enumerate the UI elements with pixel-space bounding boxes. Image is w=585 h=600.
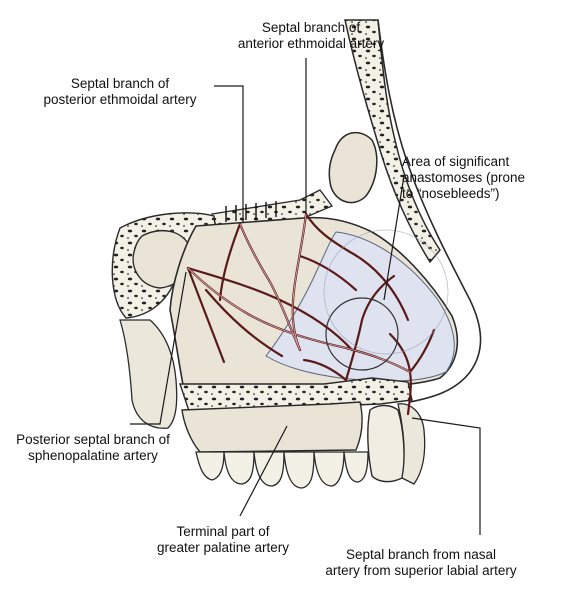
label-greater-palatine: Terminal part of greater palatine artery xyxy=(156,524,290,555)
olfactory-foramina xyxy=(225,201,277,222)
label-posterior-ethmoidal: Septal branch of posterior ethmoidal art… xyxy=(43,76,197,107)
anastomosis-area-circle xyxy=(325,297,399,371)
upper-lip-tissue xyxy=(397,403,426,485)
frontal-nasal-bone xyxy=(344,19,441,264)
septal-arteries xyxy=(186,212,436,416)
label-anastomoses: Area of significant anastomoses (prone t… xyxy=(402,154,526,201)
upper-teeth xyxy=(195,451,369,489)
label-labial: Septal branch from nasal artery from sup… xyxy=(325,547,517,578)
nasal-dorsum-outline xyxy=(377,19,482,403)
label-anterior-ethmoidal: Septal branch of anterior ethmoidal arte… xyxy=(237,20,385,51)
palate-maxilla xyxy=(181,401,363,453)
leader-lines xyxy=(130,58,481,535)
frontal-sinus xyxy=(328,131,378,204)
pharyngeal-wall xyxy=(119,319,178,429)
label-sphenopalatine: Posterior septal branch of sphenopalatin… xyxy=(16,432,170,463)
cartilage-highlight-circle xyxy=(323,229,449,355)
incisor-tooth xyxy=(367,404,405,483)
